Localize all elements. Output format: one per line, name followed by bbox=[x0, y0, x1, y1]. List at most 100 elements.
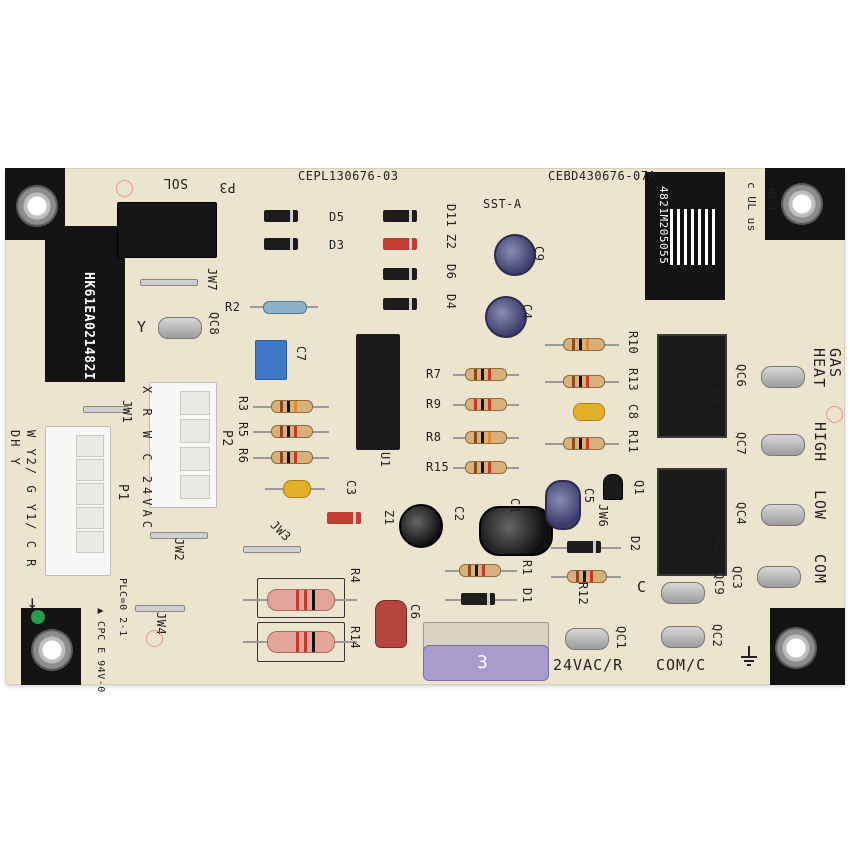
resistor-r5 bbox=[271, 425, 313, 438]
hsci-text: HSCI bbox=[766, 188, 776, 212]
r4-outline bbox=[257, 578, 345, 618]
label-gas-heat: GAS HEAT bbox=[810, 348, 844, 389]
label-qc9: QC9 bbox=[712, 572, 726, 596]
label-r9: R9 bbox=[426, 397, 442, 411]
terminal-qc4[interactable] bbox=[761, 504, 805, 526]
resistor-r15 bbox=[465, 461, 507, 474]
label-low: LOW bbox=[811, 490, 829, 521]
diode-d1 bbox=[461, 593, 495, 605]
resistor-r1 bbox=[459, 564, 501, 577]
label-p1-pins-b: DH Y bbox=[8, 430, 22, 467]
label-cpc: ▲ CPC E 94V-0 bbox=[95, 608, 106, 693]
label-d2: D2 bbox=[628, 536, 642, 552]
jumper-jw4 bbox=[135, 605, 185, 612]
transistor-q1 bbox=[603, 474, 623, 500]
jumper-jw7 bbox=[140, 279, 198, 286]
diode-d3 bbox=[264, 238, 298, 250]
label-p2: P2 bbox=[219, 430, 234, 447]
label-z1: Z1 bbox=[382, 510, 396, 526]
circuit-board: HK61EA021482I 4821M205055 HSCI c UL us C… bbox=[5, 168, 845, 693]
diode-d6 bbox=[383, 268, 417, 280]
terminal-qc8[interactable] bbox=[158, 317, 202, 339]
p3-label: P3 bbox=[219, 179, 236, 194]
diode-d5 bbox=[264, 210, 298, 222]
capacitor-c1 bbox=[479, 506, 553, 556]
label-qc3: QC3 bbox=[730, 566, 744, 590]
label-plc: PLC=0 2-1 bbox=[117, 578, 128, 637]
resistor-r3 bbox=[271, 400, 313, 413]
resistor-r13 bbox=[563, 375, 605, 388]
diode-d2 bbox=[567, 541, 601, 553]
resistor-r2 bbox=[263, 301, 307, 314]
label-c3: C3 bbox=[344, 480, 358, 496]
label-c6: C6 bbox=[408, 604, 422, 620]
label-c7: C7 bbox=[294, 346, 308, 362]
fuse[interactable] bbox=[423, 645, 549, 681]
terminal-qc3[interactable] bbox=[757, 566, 801, 588]
serial-label-left bbox=[45, 226, 125, 382]
terminal-qc9[interactable] bbox=[661, 582, 705, 604]
capacitor-c9 bbox=[494, 234, 536, 276]
label-r6: R6 bbox=[236, 448, 250, 464]
label-jw3: JW3 bbox=[267, 517, 294, 545]
label-jw2: JW2 bbox=[172, 538, 186, 562]
terminal-qc2[interactable] bbox=[661, 626, 705, 648]
ul-mark: c UL us bbox=[745, 182, 758, 232]
arrow-down-icon: ↓ bbox=[27, 592, 38, 613]
label-c4: C4 bbox=[520, 304, 534, 320]
label-c2: C2 bbox=[452, 506, 466, 522]
connector-p1[interactable] bbox=[45, 426, 111, 576]
inspection-stamp-right: ◯ bbox=[825, 404, 845, 424]
label-qc2: QC2 bbox=[710, 624, 724, 648]
terminal-qc7[interactable] bbox=[761, 434, 805, 456]
label-jw1: JW1 bbox=[120, 400, 134, 424]
label-c1: C1 bbox=[508, 498, 522, 514]
relay-k1 bbox=[657, 468, 727, 576]
resistor-r6 bbox=[271, 451, 313, 464]
label-d4: D4 bbox=[444, 294, 458, 310]
capacitor-c2 bbox=[399, 504, 443, 548]
capacitor-c3 bbox=[283, 480, 311, 498]
resistor-r14 bbox=[267, 631, 335, 653]
label-d1: D1 bbox=[520, 588, 534, 604]
connector-p2[interactable] bbox=[149, 382, 217, 508]
jumper-jw3 bbox=[243, 546, 301, 553]
label-r12: R12 bbox=[576, 582, 590, 606]
diode-d4 bbox=[383, 298, 417, 310]
model-tag: SST-A bbox=[483, 197, 522, 211]
capacitor-c7 bbox=[255, 340, 287, 380]
mounting-hole-bottom-right bbox=[777, 629, 815, 667]
terminal-qc6[interactable] bbox=[761, 366, 805, 388]
label-d5: D5 bbox=[329, 210, 345, 224]
resistor-r10 bbox=[563, 338, 605, 351]
diode-d11 bbox=[383, 210, 417, 222]
label-r10: R10 bbox=[626, 331, 640, 355]
inspection-stamp-top: ◯ bbox=[115, 178, 135, 198]
label-com-c: COM/C bbox=[656, 656, 707, 674]
sol-label: SOL bbox=[163, 175, 188, 190]
serial-text-left: HK61EA021482I bbox=[81, 272, 96, 381]
resistor-r7 bbox=[465, 368, 507, 381]
label-c5: C5 bbox=[582, 488, 596, 504]
part-number-right: CEBD430676-07A bbox=[548, 169, 657, 183]
label-r13: R13 bbox=[626, 368, 640, 392]
label-r8: R8 bbox=[426, 430, 442, 444]
status-dot bbox=[31, 610, 45, 624]
label-jw7: JW7 bbox=[205, 268, 219, 292]
diode-z1 bbox=[327, 512, 361, 524]
terminal-qc1[interactable] bbox=[565, 628, 609, 650]
label-com: COM bbox=[811, 554, 829, 585]
label-d11: D11 bbox=[444, 204, 458, 228]
capacitor-c8 bbox=[573, 403, 605, 421]
label-r1: R1 bbox=[520, 560, 534, 576]
label-r15: R15 bbox=[426, 460, 450, 474]
jumper-jw1 bbox=[83, 406, 129, 413]
capacitor-c5 bbox=[545, 480, 581, 530]
diode-z2 bbox=[383, 238, 417, 250]
label-k1: K1 bbox=[712, 540, 726, 556]
label-high: HIGH bbox=[811, 422, 829, 463]
label-d6: D6 bbox=[444, 264, 458, 280]
mounting-hole-bottom-left bbox=[33, 631, 71, 669]
label-p1: P1 bbox=[115, 484, 130, 501]
qr-code bbox=[665, 208, 719, 266]
